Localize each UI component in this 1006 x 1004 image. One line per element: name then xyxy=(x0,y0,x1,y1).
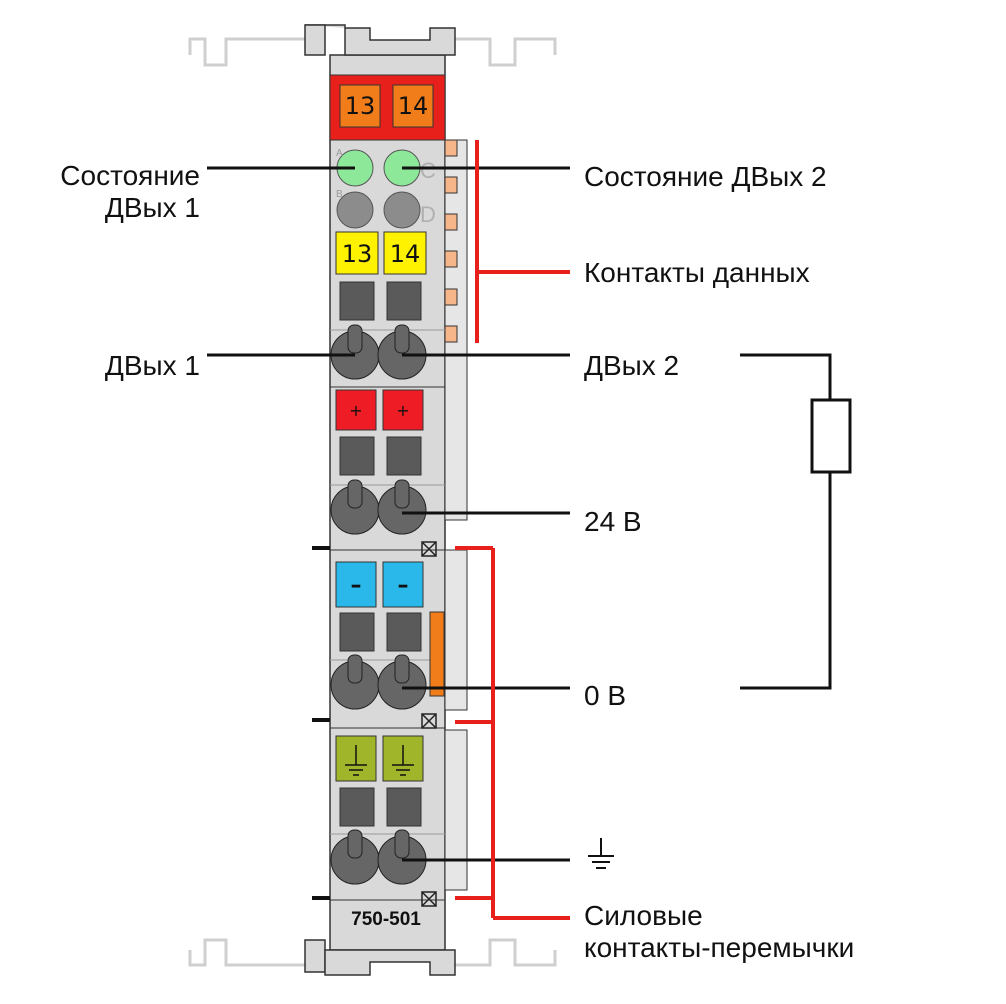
output-tag-13: 13 xyxy=(342,240,373,268)
plus-tag-2: + xyxy=(396,401,409,420)
din-rail xyxy=(188,37,557,967)
data-contacts-bracket xyxy=(475,140,570,343)
power-jumper-label: Силовые контакты-перемычки xyxy=(584,900,854,964)
load-resistor xyxy=(810,398,852,474)
status-out1-line2: ДВых 1 xyxy=(104,192,200,223)
v0-label: 0 В xyxy=(584,680,627,711)
power-jumper-line2: контакты-перемычки xyxy=(584,932,855,963)
output-tags: 13 14 xyxy=(335,231,427,275)
plus-tag-1: + xyxy=(349,401,362,420)
v24-label: 24 В xyxy=(584,506,642,537)
led-b xyxy=(336,191,374,229)
top-tag-14: 14 xyxy=(398,92,429,120)
status-out2-label: Состояние ДВых 2 xyxy=(584,161,827,192)
led-letter-d: D xyxy=(420,202,436,227)
data-contact-pads xyxy=(444,139,458,343)
power-jumper-line1: Силовые xyxy=(584,900,703,931)
status-out1-label: Состояние ДВых 1 xyxy=(20,160,200,224)
output-tag-14: 14 xyxy=(390,240,421,268)
led-letter-c: C xyxy=(420,158,436,183)
data-contacts-label: Контакты данных xyxy=(584,257,810,288)
top-tag-13: 13 xyxy=(345,92,376,120)
ground-symbol xyxy=(588,838,614,869)
out2-label: ДВых 2 xyxy=(584,350,680,381)
status-out1-line1: Состояние xyxy=(60,160,200,191)
leader-lines xyxy=(207,166,570,862)
terminal-rows: + + – – xyxy=(330,281,445,901)
left-power-ticks xyxy=(312,546,330,900)
led-letter-b: B xyxy=(336,189,343,200)
top-marker-strip: 13 14 xyxy=(329,74,446,141)
power-jumper-bracket xyxy=(455,546,570,920)
led-letter-a: A xyxy=(336,148,343,159)
led-d xyxy=(383,191,421,229)
out1-label: ДВых 1 xyxy=(104,350,200,381)
load-resistor-circuit xyxy=(740,353,852,690)
power-jumper-marks xyxy=(421,541,437,907)
minus-tag-1: – xyxy=(351,573,362,598)
orange-bridge xyxy=(429,611,445,697)
module-number: 750-501 xyxy=(351,909,421,930)
minus-tag-2: – xyxy=(398,573,409,598)
